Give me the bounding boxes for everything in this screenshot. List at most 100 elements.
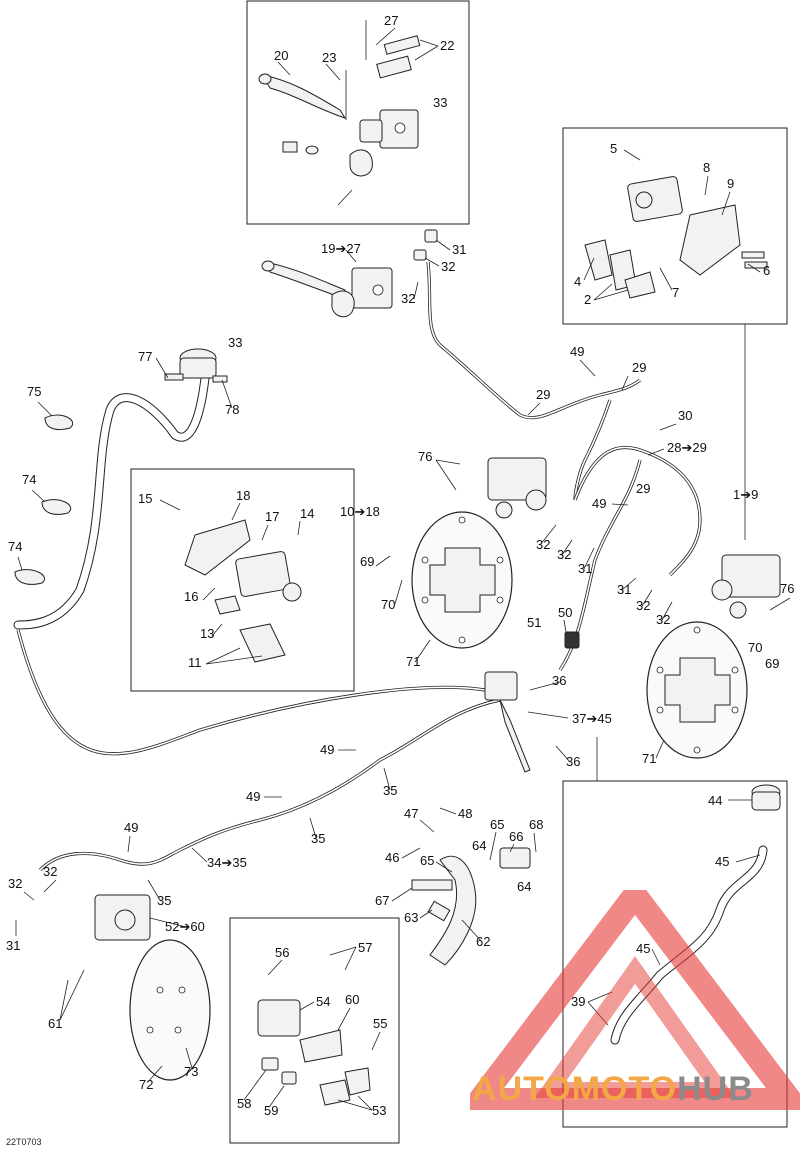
callout-65b: 65 — [420, 853, 434, 868]
callout-36b: 36 — [566, 754, 580, 769]
inset-frame-front-left-caliper — [130, 468, 355, 692]
callout-74b: 74 — [8, 539, 22, 554]
rear-caliper-inset — [257, 999, 371, 1106]
callout-65a: 65 — [490, 817, 504, 832]
callout-49e: 49 — [124, 820, 138, 835]
callout-45b: 45 — [636, 941, 650, 956]
callout-31a: 31 — [452, 242, 466, 257]
callout-51: 51 — [527, 615, 541, 630]
callout-76a: 76 — [418, 449, 432, 464]
front-left-caliper-assembly — [487, 457, 547, 519]
callout-14: 14 — [300, 506, 314, 521]
callout-49a: 49 — [570, 344, 584, 359]
callout-8: 8 — [703, 160, 710, 175]
callout-48: 48 — [458, 806, 472, 821]
callout-71b: 71 — [642, 751, 656, 766]
watermark-text: AUTOMOTOHUB — [472, 1070, 754, 1109]
callout-66: 66 — [509, 829, 523, 844]
callout-35c: 35 — [157, 893, 171, 908]
inset-frame-front-right-caliper — [562, 127, 788, 325]
callout-47: 47 — [404, 806, 418, 821]
callout-35b: 35 — [311, 831, 325, 846]
callout-15: 15 — [138, 491, 152, 506]
callout-33a: 33 — [433, 95, 447, 110]
callout-labels: 20 27 23 22 33 19➔27 31 32 32 5 8 9 4 2 … — [6, 13, 794, 1118]
callout-1-9: 1➔9 — [733, 487, 758, 502]
callout-53: 53 — [372, 1103, 386, 1118]
callout-67: 67 — [375, 893, 389, 908]
callout-22: 22 — [440, 38, 454, 53]
callout-77: 77 — [138, 349, 152, 364]
callout-23: 23 — [322, 50, 336, 65]
rear-master-cylinder-assembly — [411, 847, 531, 966]
callout-18: 18 — [236, 488, 250, 503]
callout-35a: 35 — [383, 783, 397, 798]
callout-70b: 70 — [748, 640, 762, 655]
callout-32b: 32 — [401, 291, 415, 306]
callout-32d: 32 — [557, 547, 571, 562]
front-right-caliper-inset — [584, 176, 768, 299]
callout-34-35: 34➔35 — [207, 855, 247, 870]
front-right-brake-disc — [646, 621, 748, 759]
callout-60: 60 — [345, 992, 359, 1007]
callout-61: 61 — [48, 1016, 62, 1031]
callout-36a: 36 — [552, 673, 566, 688]
callout-45a: 45 — [715, 854, 729, 869]
callout-29a: 29 — [632, 360, 646, 375]
callout-59: 59 — [264, 1103, 278, 1118]
callout-32h: 32 — [8, 876, 22, 891]
callout-62: 62 — [476, 934, 490, 949]
callout-5: 5 — [610, 141, 617, 156]
callout-64a: 64 — [472, 838, 486, 853]
callout-49c: 49 — [320, 742, 334, 757]
callout-29b: 29 — [536, 387, 550, 402]
inset-frame-master-cylinder — [246, 0, 470, 225]
callout-37-45: 37➔45 — [572, 711, 612, 726]
distribution-block — [484, 631, 580, 773]
callout-19-27: 19➔27 — [321, 241, 361, 256]
callout-39: 39 — [571, 994, 585, 1009]
callout-9: 9 — [727, 176, 734, 191]
callout-32c: 32 — [536, 537, 550, 552]
rear-reservoir — [751, 784, 781, 811]
watermark-text-moto: MOTO — [571, 1070, 678, 1108]
callout-44: 44 — [708, 793, 722, 808]
callout-29c: 29 — [636, 481, 650, 496]
callout-33b: 33 — [228, 335, 242, 350]
rear-caliper-assembly — [94, 894, 211, 1081]
callout-76b: 76 — [780, 581, 794, 596]
callout-7: 7 — [672, 285, 679, 300]
callout-49b: 49 — [592, 496, 606, 511]
front-right-caliper-assembly — [711, 554, 781, 619]
handlebar-master-cylinder-inset — [258, 20, 421, 206]
callout-63: 63 — [404, 910, 418, 925]
callout-31d: 31 — [6, 938, 20, 953]
callout-57: 57 — [358, 940, 372, 955]
diagram-code: 22T0703 — [6, 1137, 42, 1147]
callout-69b: 69 — [765, 656, 779, 671]
callout-27: 27 — [384, 13, 398, 28]
callout-71a: 71 — [406, 654, 420, 669]
callout-32g: 32 — [43, 864, 57, 879]
front-reservoir — [164, 348, 228, 383]
front-left-brake-disc — [411, 511, 513, 649]
callout-74a: 74 — [22, 472, 36, 487]
callout-72: 72 — [139, 1077, 153, 1092]
callout-50: 50 — [558, 605, 572, 620]
handlebar-master-cylinder-assembly — [261, 229, 438, 318]
callout-16: 16 — [184, 589, 198, 604]
watermark-text-hub: HUB — [677, 1070, 754, 1108]
callout-78: 78 — [225, 402, 239, 417]
callout-54: 54 — [316, 994, 330, 1009]
callout-64b: 64 — [517, 879, 531, 894]
callout-31b: 31 — [578, 561, 592, 576]
callout-11: 11 — [188, 655, 202, 670]
callout-4: 4 — [574, 274, 581, 289]
callout-20: 20 — [274, 48, 288, 63]
callout-32a: 32 — [441, 259, 455, 274]
callout-70a: 70 — [381, 597, 395, 612]
callout-17: 17 — [265, 509, 279, 524]
callout-55: 55 — [373, 1016, 387, 1031]
front-left-caliper-inset — [184, 519, 302, 663]
